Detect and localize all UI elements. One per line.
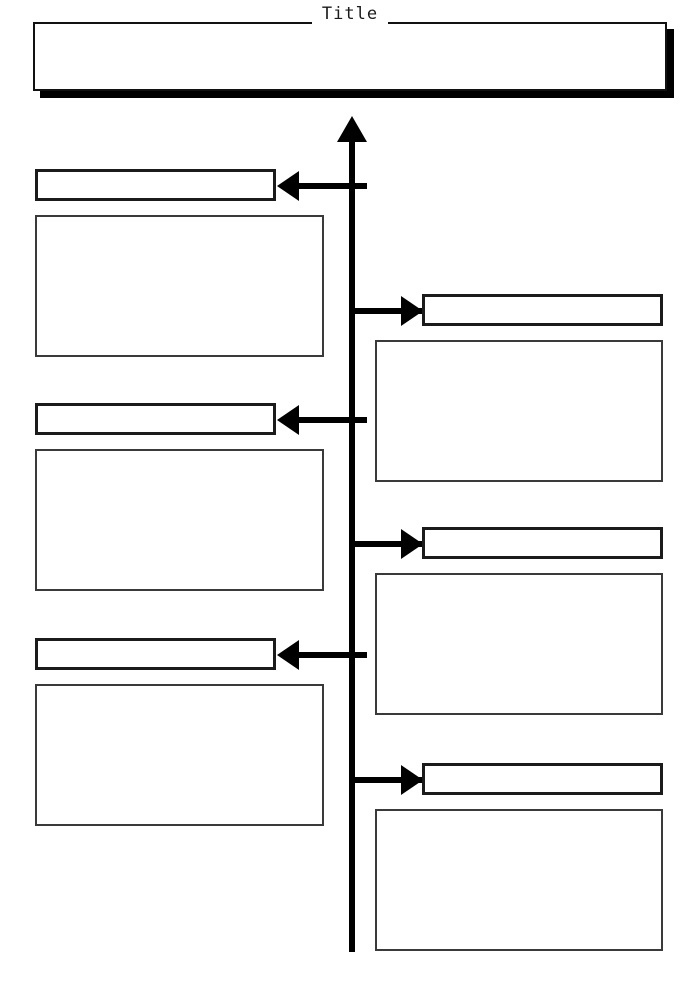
branch-stem-2 (353, 308, 425, 314)
entry-content-box-1[interactable] (35, 215, 324, 357)
arrow-left-icon (277, 171, 299, 201)
header-region: Title (0, 0, 700, 118)
branch-stem-5 (295, 652, 367, 658)
branch-connector-2 (353, 296, 425, 326)
entry-content-text-3 (37, 451, 322, 459)
branch-connector-3 (277, 405, 367, 435)
entry-content-text-6 (377, 811, 661, 819)
entry-label-bar-4[interactable] (422, 527, 663, 559)
entry-content-text-4 (377, 575, 661, 583)
entry-content-box-5[interactable] (35, 684, 324, 826)
entry-label-bar-6[interactable] (422, 763, 663, 795)
entry-label-bar-3[interactable] (35, 403, 276, 435)
entry-label-bar-1[interactable] (35, 169, 276, 201)
entry-content-box-6[interactable] (375, 809, 663, 951)
entry-content-text-1 (37, 217, 322, 225)
branch-stem-1 (295, 183, 367, 189)
page-title-text: Title (311, 4, 389, 24)
entry-label-bar-2[interactable] (422, 294, 663, 326)
entry-content-box-2[interactable] (375, 340, 663, 482)
entry-content-text-5 (37, 686, 322, 694)
branch-connector-6 (353, 765, 425, 795)
entry-content-box-3[interactable] (35, 449, 324, 591)
arrow-right-icon (401, 765, 423, 795)
title-box-body-text (35, 24, 665, 32)
branch-stem-3 (295, 417, 367, 423)
entry-label-bar-5[interactable] (35, 638, 276, 670)
page-title: Title (0, 4, 700, 24)
branch-connector-5 (277, 640, 367, 670)
branch-connector-4 (353, 529, 425, 559)
entry-content-box-4[interactable] (375, 573, 663, 715)
branch-connector-1 (277, 171, 367, 201)
arrow-right-icon (401, 529, 423, 559)
title-box[interactable] (33, 22, 667, 91)
branch-stem-4 (353, 541, 425, 547)
branch-stem-6 (353, 777, 425, 783)
entry-content-text-2 (377, 342, 661, 350)
arrow-left-icon (277, 405, 299, 435)
arrow-right-icon (401, 296, 423, 326)
timeline-axis (349, 132, 355, 952)
arrow-left-icon (277, 640, 299, 670)
